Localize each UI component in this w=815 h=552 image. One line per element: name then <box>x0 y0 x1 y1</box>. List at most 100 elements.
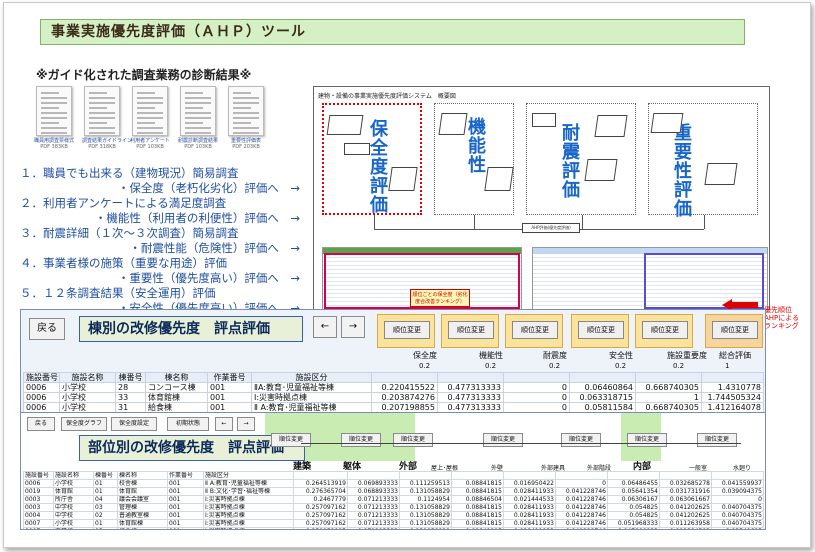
cell-value: 0.071213333 <box>347 519 400 528</box>
diagram-column-seismic <box>526 103 636 215</box>
sort-button[interactable]: 順位変更 <box>642 321 688 339</box>
cell-value: 1.4310778 <box>701 382 764 393</box>
metric-column-header: 順位変更 <box>571 314 629 348</box>
next-button[interactable]: → <box>237 417 255 431</box>
cell-value: 0.207198855 <box>371 402 438 413</box>
step-link[interactable]: ・保全度（老朽化劣化）評価へ → <box>117 181 300 195</box>
thumbnail-caption[interactable]: 耐震診断調査結果 <box>178 138 219 144</box>
sort-button[interactable]: 順位変更 <box>697 433 737 447</box>
cell-value: 0.028411933 <box>503 487 556 496</box>
step-title: ３．耐震詳細（１次～３次調査）簡易調査 <box>20 226 239 240</box>
cell-value: 0.071213333 <box>347 495 400 504</box>
sort-button[interactable]: 順位変更 <box>712 321 758 339</box>
sort-button[interactable]: 順位変更 <box>512 321 558 339</box>
cell-value: 0 <box>503 382 570 393</box>
thumbnail-caption[interactable]: 職員用調査票様式 <box>34 138 75 144</box>
diagram-label-function: 機能性 <box>465 117 486 174</box>
conservation-graph-button[interactable]: 保全度グラフ <box>61 417 107 431</box>
cell-value: 0 <box>503 392 570 403</box>
next-button[interactable]: → <box>341 316 365 338</box>
cell-bname: 普通教室棟 <box>117 511 168 520</box>
cell-value: 0.257097162 <box>293 503 348 512</box>
thumbnail-caption[interactable]: 利用者アンケート <box>130 138 170 144</box>
sort-button[interactable]: 順位変更 <box>561 433 601 447</box>
cell-value: 0.06486455 <box>607 479 660 488</box>
table-header-blank <box>701 372 764 383</box>
table-row[interactable]: 0007中学校05校舎棟001Ⅰ:災害時拠点棟0.2501529950.0712… <box>23 527 764 529</box>
thumbnail-caption[interactable]: 調査結果ガイドライン <box>82 138 133 144</box>
flow-box-2 <box>532 113 556 127</box>
metric-column-header: 順位変更 <box>705 314 763 348</box>
cell-value: 0.220415522 <box>371 382 438 393</box>
cell-value: 0.276365704 <box>293 487 348 496</box>
highlight-frame-left <box>324 253 520 309</box>
cell-value: 0.131058829 <box>399 503 452 512</box>
prev-button[interactable]: ← <box>215 417 233 431</box>
diagram-sheet-left <box>322 247 522 309</box>
cell-value: 0.021444533 <box>503 495 556 504</box>
table-header: 棟名称 <box>117 471 168 480</box>
sort-button[interactable]: 順位変更 <box>271 433 311 447</box>
sort-button[interactable]: 順位変更 <box>393 433 433 447</box>
cell-value: 0.071213333 <box>347 511 400 520</box>
table-header: 施設番号 <box>23 372 60 383</box>
cell-value: 0 <box>503 402 570 413</box>
sort-button[interactable]: 順位変更 <box>483 433 523 447</box>
prev-button[interactable]: ← <box>313 316 337 338</box>
step-link[interactable]: ・耐震性能（危険性）評価へ → <box>129 241 300 255</box>
cell-value: 0.047880833 <box>607 527 660 529</box>
table-header-blank <box>451 471 504 480</box>
cell-id: 0003 <box>23 503 54 512</box>
table-header-blank <box>711 471 764 480</box>
cell-value: 1 <box>635 392 702 403</box>
cell-value: 0.041228746 <box>555 487 608 496</box>
thumbnail-caption[interactable]: 重要性評価表 <box>230 138 261 144</box>
sort-button[interactable]: 順位変更 <box>341 433 381 447</box>
cell-id: 0006 <box>23 392 60 403</box>
reset-button[interactable]: 初期状態 <box>167 417 209 431</box>
cell-name: 小学校 <box>59 392 116 403</box>
side-note-line: AHPによる <box>764 314 800 322</box>
group-label: 躯体 <box>343 462 362 472</box>
cell-name: 小学校 <box>53 519 94 528</box>
diagram-label-importance: 重要性評価 <box>671 123 692 218</box>
building-ranking-panel: 戻る 棟別の改修優先度 評点評価 ← → 順位変更順位変更順位変更順位変更順位変… <box>20 309 766 429</box>
sort-button[interactable]: 順位変更 <box>384 321 430 339</box>
flow-doc-5 <box>594 115 628 137</box>
connector <box>704 215 705 229</box>
cell-value: 0.05811584 <box>569 402 636 413</box>
conservation-settings-button[interactable]: 保全度設定 <box>111 417 157 431</box>
part-ranking-panel: 戻る 保全度グラフ 保全度設定 初期状態 ← → 部位別の改修優先度 評点評価 … <box>20 412 766 530</box>
sort-button[interactable]: 順位変更 <box>578 321 624 339</box>
cell-value: 0.069893333 <box>347 479 400 488</box>
system-overview-diagram: 建物・設備の事業実施優先度評価システム 概要図 保全度評価 機能性 耐震評価 重… <box>313 86 770 310</box>
table-header: 施設番号 <box>23 471 54 480</box>
back-button[interactable]: 戻る <box>27 417 55 431</box>
back-button[interactable]: 戻る <box>29 318 65 340</box>
sort-button[interactable]: 順位変更 <box>627 433 667 447</box>
metric-label: 施設重要度 <box>667 351 707 360</box>
document-icon <box>84 86 120 136</box>
step-link[interactable]: ・機能性（利用者の利便性）評価へ → <box>94 211 300 225</box>
cell-bname: 管理棟 <box>117 503 168 512</box>
cell-value: 0.039094375 <box>711 487 764 496</box>
cell-kubun: Ⅰ:災害時拠点棟 <box>251 392 372 403</box>
sort-button[interactable]: 順位変更 <box>448 321 494 339</box>
cell-value: 0.028411933 <box>503 503 556 512</box>
step-link[interactable]: ・重要性（優先度高い）評価へ → <box>117 271 300 285</box>
table-header-blank <box>503 372 570 383</box>
